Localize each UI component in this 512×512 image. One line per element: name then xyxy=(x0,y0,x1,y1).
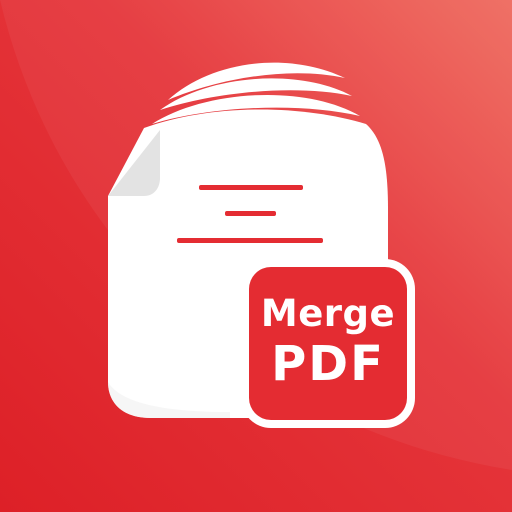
document-fold xyxy=(108,130,160,196)
badge-text-merge: Merge xyxy=(260,291,396,335)
document-text-lines xyxy=(177,185,323,243)
badge-text-pdf: PDF xyxy=(271,335,385,392)
stacked-pages-icon xyxy=(152,62,360,124)
merge-pdf-badge: Merge PDF xyxy=(249,267,407,420)
